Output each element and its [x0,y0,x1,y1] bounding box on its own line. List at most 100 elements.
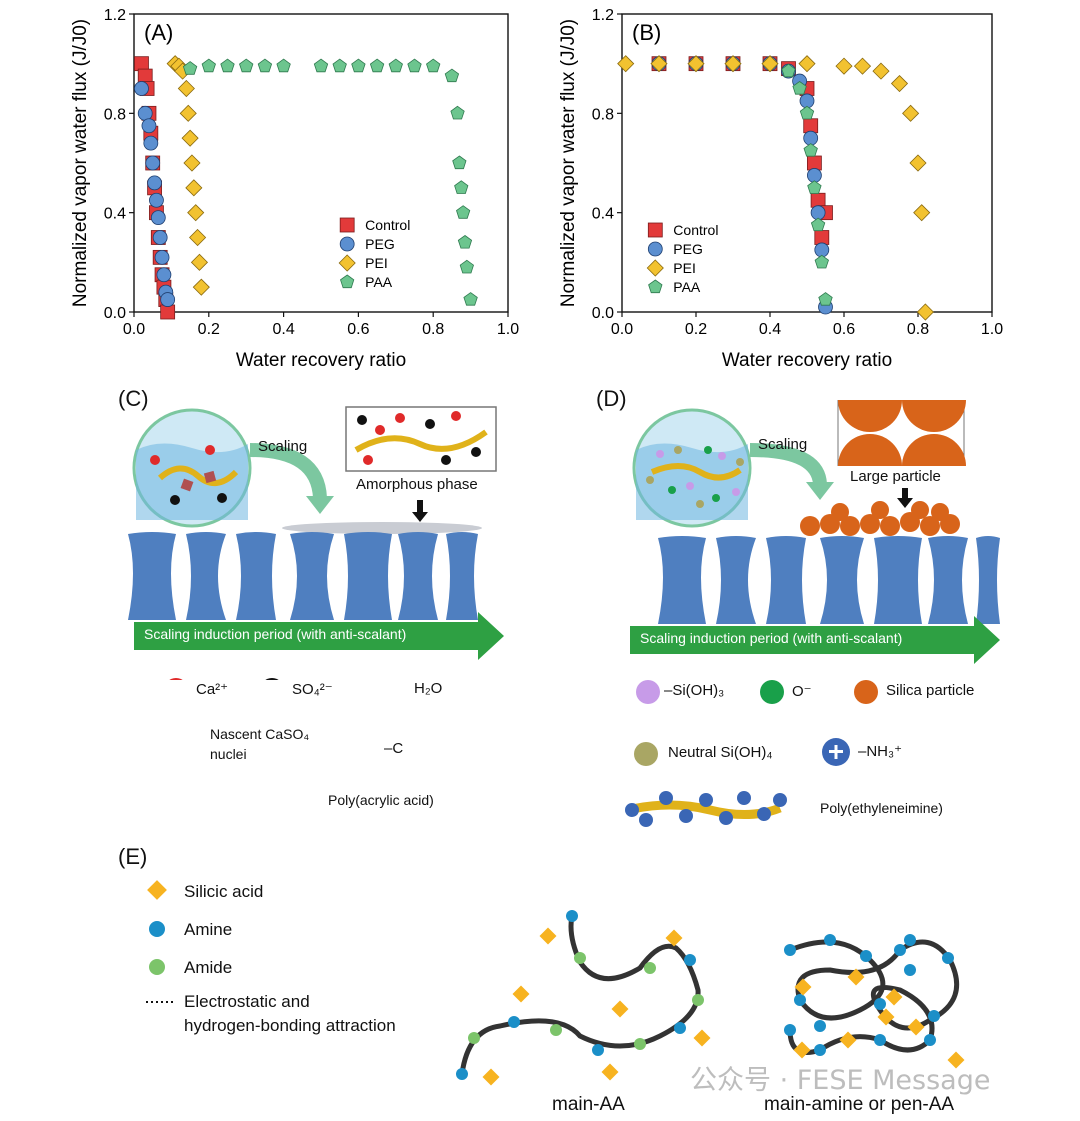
data-point-peg [141,118,157,134]
data-point-pei [192,278,210,296]
silica-particles [800,501,960,536]
legend-label-control: Control [673,222,718,238]
data-point-pei [761,55,779,73]
data-point-pei [190,253,209,271]
plot-frame [621,13,993,313]
o-minus-icon [760,680,784,704]
panel-c-illustration [128,406,504,680]
panel-d-illustration [625,380,1000,827]
y-tick-label: 0.8 [104,106,126,123]
data-point-pei [650,55,668,73]
panel-label: (B) [632,20,661,45]
data-point-pei [687,55,705,73]
panel-c: (C) [0,380,540,840]
silica-icon [854,680,878,704]
y-tick-label: 1.2 [592,7,614,24]
data-point-paa [814,254,829,269]
y-tick-label: 0.4 [104,206,126,223]
legend-label-paa: PAA [365,274,393,290]
so4-icon [265,678,279,680]
x-tick-label: 0.4 [272,321,294,338]
amorphous-layer [282,522,482,534]
y-tick-label: 0.4 [592,206,614,223]
panel-c-label: (C) [118,386,149,411]
legend-nh3: –NH₃⁺ [858,743,903,760]
data-point-paa [799,105,815,120]
data-point-paa [818,292,833,306]
legend-label-paa: PAA [673,279,701,295]
legend-marker-control [339,217,355,233]
y-tick-label: 0.8 [592,106,614,123]
data-point-peg [147,175,162,191]
plot-frame [133,13,509,313]
legend-so4: SO₄²⁻ [292,681,333,698]
data-point-paa [450,105,465,120]
data-point-pei [185,179,203,197]
data-point-pei [181,129,199,147]
legend-nuclei-1: Nascent CaSO₄ [210,726,310,742]
legend-marker-paa [648,279,663,294]
legend-o-minus: O⁻ [792,683,812,700]
data-point-paa [257,58,273,73]
amide-icon [149,959,165,975]
x-tick-label: 0.0 [611,321,633,338]
data-point-paa [182,61,198,75]
x-tick-label: 0.8 [422,321,444,338]
legend-label-pei: PEI [365,255,388,271]
legend-amide: Amide [184,958,233,977]
data-point-peg [803,130,819,146]
data-point-peg [154,249,170,265]
legend-pei: Poly(ethyleneimine) [820,800,943,816]
data-point-paa [452,155,467,170]
legend-silica: Silica particle [886,682,975,699]
data-point-paa [463,292,478,306]
data-point-paa [351,58,366,73]
data-point-pei [890,74,909,93]
data-point-control [160,304,176,320]
data-point-paa [456,205,471,219]
data-point-paa [444,68,460,83]
x-tick-label: 1.0 [981,321,1003,338]
data-point-paa [781,63,796,78]
data-point-pei [179,104,197,122]
x-tick-label: 0.4 [759,321,781,338]
neutral-sioh4-icon [634,742,658,766]
y-axis-label: Normalized vapor water flux (J/J0) [558,19,579,307]
x-tick-label: 1.0 [497,321,519,338]
large-particle-text: Large particle [850,468,941,485]
data-point-peg [150,210,166,226]
data-point-peg [156,267,172,283]
data-point-pei [853,57,872,75]
data-point-peg [137,105,153,121]
data-point-paa [388,58,403,73]
amorphous-text: Amorphous phase [356,476,478,493]
y-axis-label: Normalized vapor water flux (J/J0) [70,19,91,307]
x-tick-label: 0.0 [123,321,145,338]
amine-icon [149,921,165,937]
data-point-pei [902,104,920,122]
data-point-control [134,56,149,72]
legend-nuclei-2: nuclei [210,746,247,762]
legend-marker-peg [339,236,355,252]
data-point-control [137,68,153,84]
data-point-paa [792,81,807,95]
data-point-paa [459,259,474,274]
membrane-pores-d [658,536,1000,624]
ca-icon [169,678,183,680]
data-point-control [814,230,830,245]
x-tick-label: 0.2 [198,321,220,338]
data-point-paa [239,58,254,73]
data-point-paa [454,180,469,194]
x-tick-label: 0.2 [685,321,707,338]
y-tick-label: 0.0 [592,305,614,322]
data-point-pei [177,79,195,98]
legend-marker-peg [647,241,663,257]
polymer-chain-c [157,465,239,486]
data-point-pei [187,204,205,222]
scaling-text-d: Scaling [758,436,808,453]
legend-label-control: Control [365,217,410,233]
panel-d: (D) [540,380,1080,840]
data-point-paa [457,235,473,249]
legend-marker-pei [338,254,356,272]
